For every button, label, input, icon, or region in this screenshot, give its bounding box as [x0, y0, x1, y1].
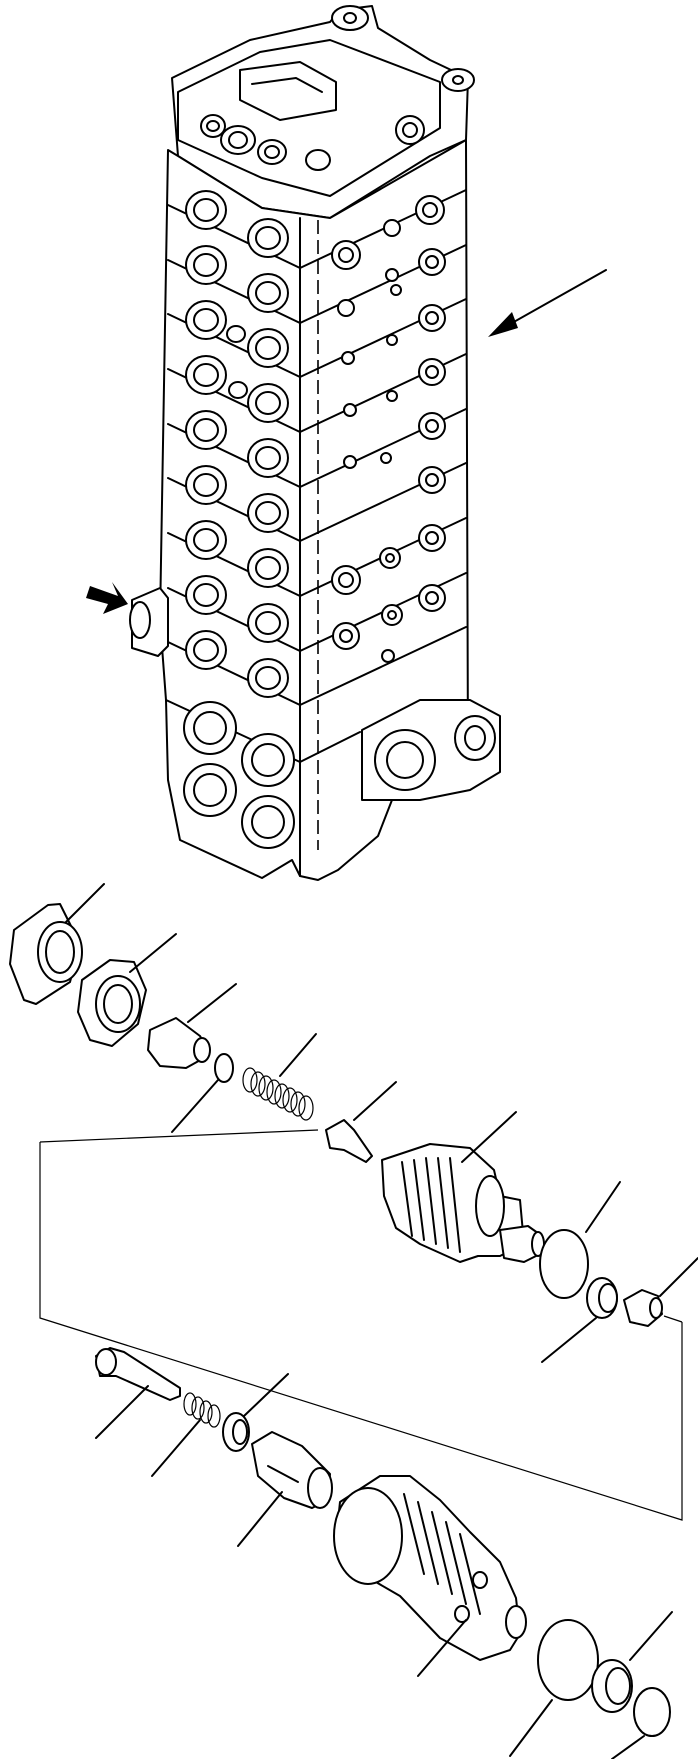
side-ports [331, 195, 446, 663]
part-small-spring [151, 1392, 221, 1477]
outlet-flange [361, 699, 501, 801]
assembly-frame [39, 1129, 683, 1521]
arrow-icon-head [488, 312, 518, 337]
part-o-ring-small [171, 1053, 234, 1133]
part-relief-valve-body [381, 1111, 545, 1263]
part-small-plug [623, 1257, 698, 1327]
part-cartridge-body [333, 1475, 527, 1677]
control-valve-assembly [129, 5, 501, 881]
part-backup-ring-lower [591, 1611, 673, 1713]
part-o-ring-lower [509, 1619, 599, 1757]
part-poppet [325, 1081, 397, 1163]
part-spring [242, 1033, 317, 1121]
valve-top-cover [171, 5, 475, 219]
exploded-parts [9, 883, 698, 1759]
part-o-ring-end [611, 1687, 671, 1759]
filled-arrow-icon [86, 582, 128, 614]
part-cap-nut [9, 883, 105, 1005]
part-washer-ring [222, 1373, 289, 1452]
part-piston [237, 1431, 333, 1547]
part-lock-nut [77, 933, 177, 1047]
part-o-ring-large [539, 1181, 621, 1299]
front-ports [183, 190, 295, 849]
part-adjusting-screw [147, 983, 237, 1069]
relief-valve-stub [129, 587, 169, 657]
part-pilot-bolt [95, 1347, 181, 1439]
valve-body [159, 139, 469, 881]
part-backup-ring [541, 1277, 618, 1363]
assembly-pointer [488, 269, 607, 337]
